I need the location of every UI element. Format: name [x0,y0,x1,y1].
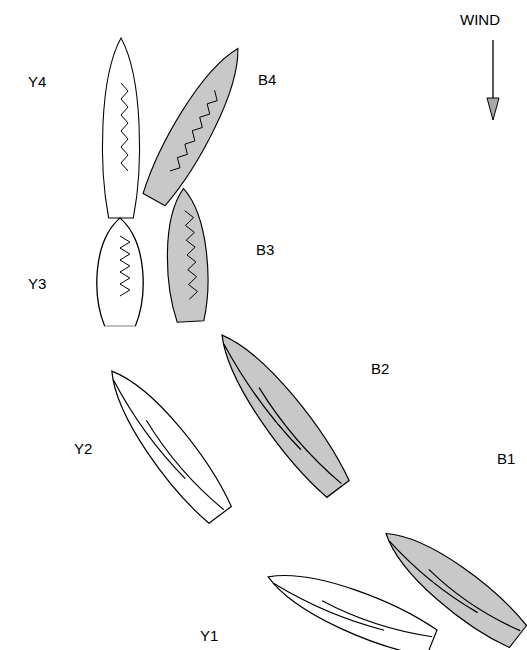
boat-label: B3 [256,242,274,257]
boat-label: B1 [497,451,515,466]
boat-y1 [260,557,439,650]
wind-label: WIND [460,12,500,27]
boat-b2 [205,322,354,501]
boat-y3 [97,218,143,326]
boat-label: Y1 [200,628,218,643]
boat-label: Y2 [74,441,92,456]
boat-label: B2 [371,361,389,376]
boat-b4 [138,39,255,208]
wind-arrow [487,40,499,120]
boat-y2 [95,358,237,527]
boat-b3 [164,187,211,322]
boat-label: Y3 [28,276,46,291]
boat-label: B4 [258,72,276,87]
boat-label: Y4 [28,74,46,89]
boat-y4 [102,38,139,218]
